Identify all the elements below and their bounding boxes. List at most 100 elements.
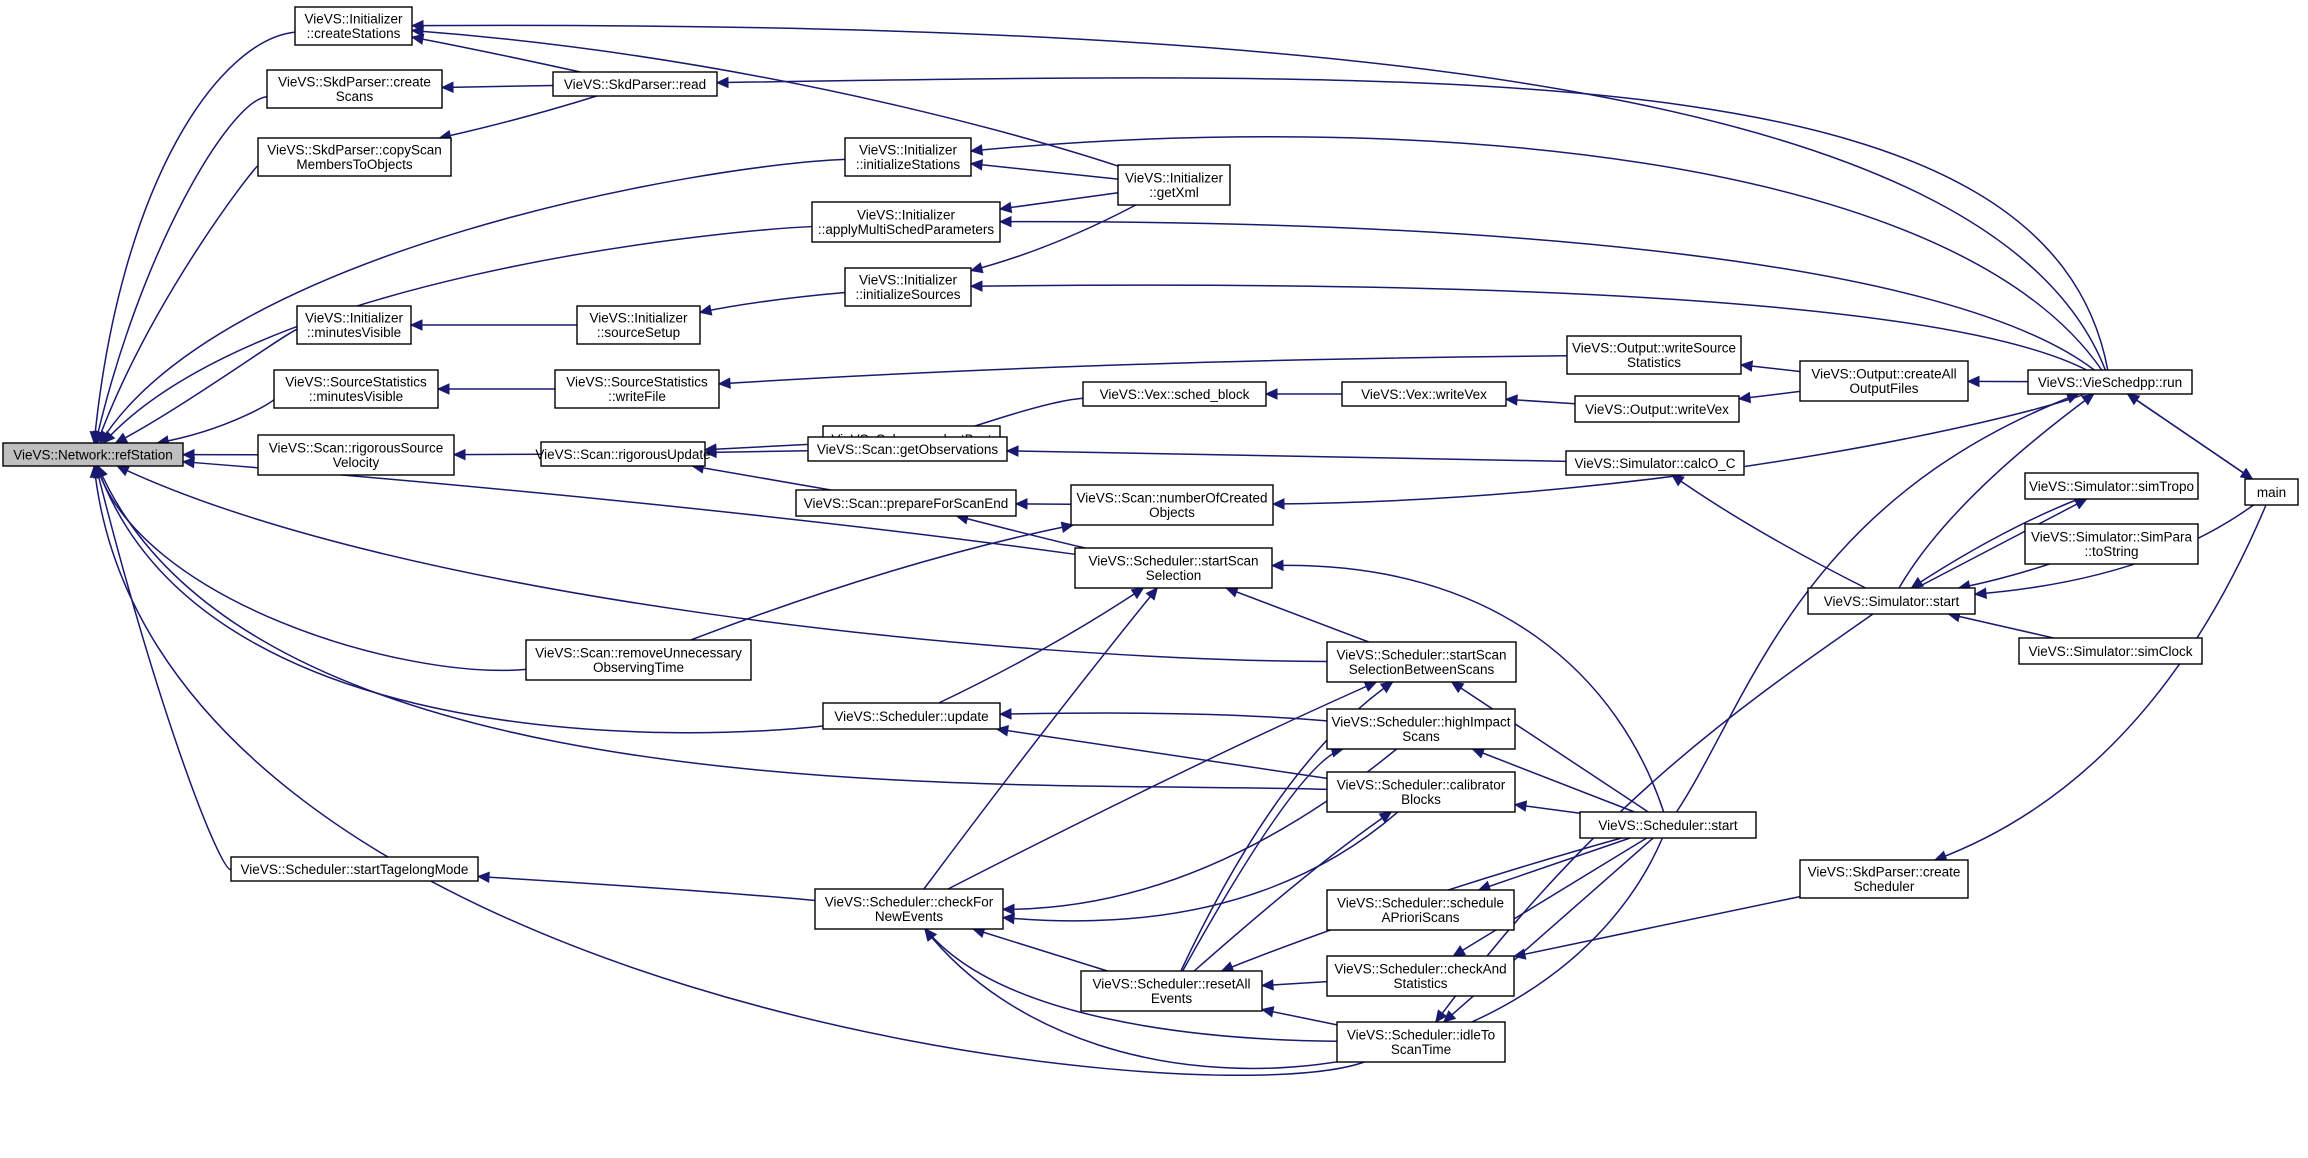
node-box	[1565, 450, 1745, 476]
node-box	[257, 434, 455, 476]
node-box	[2, 442, 184, 467]
node-box	[1326, 771, 1516, 813]
node-label: VieVS::Initializer	[859, 143, 958, 158]
node-box	[822, 702, 1001, 730]
arrowhead-icon	[452, 448, 466, 461]
node-sched-start[interactable]: VieVS::Scheduler::start	[1579, 811, 1757, 839]
edge-line	[96, 164, 259, 444]
arrowhead-icon	[703, 446, 717, 459]
edge-line	[1435, 613, 1874, 1023]
arrowhead-icon	[1504, 394, 1518, 406]
call-edge	[938, 587, 1145, 704]
node-label: VieVS::Scheduler::highImpact	[1331, 715, 1510, 730]
arrowhead-icon	[114, 432, 129, 444]
node-vex-sched-block[interactable]: VieVS::Vex::sched_block	[1082, 381, 1267, 407]
node-vie-run[interactable]: VieVS::VieSchedpp::run	[2027, 369, 2193, 395]
edge-line	[115, 328, 298, 444]
node-main[interactable]: main	[2244, 478, 2299, 506]
arrowhead-icon	[1378, 811, 1393, 824]
node-ss-minutes-visible[interactable]: VieVS::SourceStatistics::minutesVisible	[273, 369, 439, 409]
node-label: NewEvents	[875, 909, 944, 924]
node-ref-station[interactable]: VieVS::Network::refStation	[2, 442, 184, 467]
edge-line	[970, 162, 1119, 180]
node-label: VieVS::SkdParser::copyScan	[267, 143, 442, 158]
arrowhead-icon	[1001, 903, 1015, 916]
node-box	[1326, 889, 1515, 931]
node-label: Statistics	[1393, 976, 1447, 991]
node-source-setup[interactable]: VieVS::Initializer::sourceSetup	[576, 305, 701, 345]
node-minutes-visible-init[interactable]: VieVS::Initializer::minutesVisible	[296, 305, 412, 345]
node-label: VieVS::Simulator::simClock	[2028, 644, 2192, 659]
node-sched-update[interactable]: VieVS::Scheduler::update	[822, 702, 1001, 730]
edge-line	[1958, 563, 2050, 589]
node-label: VieVS::Simulator::start	[1824, 594, 1960, 609]
edge-line	[1478, 837, 1631, 891]
node-label: VieVS::Initializer	[304, 12, 403, 27]
node-label: VieVS::Simulator::simTropo	[2029, 479, 2194, 494]
arrowhead-icon	[1739, 360, 1754, 372]
node-init-sources[interactable]: VieVS::Initializer::initializeSources	[844, 267, 972, 307]
call-edge	[438, 95, 597, 142]
node-sim-clock[interactable]: VieVS::Simulator::simClock	[2018, 637, 2203, 665]
edge-line	[1934, 504, 2267, 861]
node-skd-read[interactable]: VieVS::SkdParser::read	[552, 71, 718, 97]
node-label: VieVS::Simulator::calcO_C	[1574, 456, 1735, 471]
edge-line	[999, 191, 1119, 210]
node-label: Blocks	[1401, 792, 1441, 807]
arrowhead-icon	[476, 871, 490, 883]
node-apply-multi[interactable]: VieVS::Initializer::applyMultiSchedParam…	[811, 201, 1001, 243]
node-label: VieVS::Vex::writeVex	[1361, 387, 1487, 402]
node-label: Events	[1151, 991, 1193, 1006]
node-sim-para-to-string[interactable]: VieVS::Simulator::SimPara::toString	[2024, 523, 2199, 565]
node-label: ::initializeStations	[856, 157, 961, 172]
arrowhead-icon	[436, 383, 450, 395]
node-ss-write-file[interactable]: VieVS::SourceStatistics::writeFile	[554, 369, 720, 409]
edge-line	[924, 837, 1664, 1070]
node-copy-scan[interactable]: VieVS::SkdParser::copyScanMembersToObjec…	[257, 137, 452, 177]
arrowhead-icon	[698, 304, 713, 316]
call-edge	[410, 33, 581, 73]
node-get-obs[interactable]: VieVS::Scan::getObservations	[807, 436, 1008, 462]
node-create-stations[interactable]: VieVS::Initializer::createStations	[294, 6, 413, 46]
node-sim-tropo[interactable]: VieVS::Simulator::simTropo	[2024, 472, 2199, 500]
node-prep-end[interactable]: VieVS::Scan::prepareForScanEnd	[795, 489, 1017, 517]
node-calc-o-c[interactable]: VieVS::Simulator::calcO_C	[1565, 450, 1745, 476]
call-edge	[1014, 498, 1072, 510]
node-rig-update[interactable]: VieVS::Scan::rigorousUpdate	[535, 441, 711, 467]
call-edge	[1512, 895, 1801, 960]
node-vex-write-vex[interactable]: VieVS::Vex::writeVex	[1341, 381, 1507, 407]
arrowhead-icon	[1130, 587, 1145, 600]
node-start-scan-sel-between[interactable]: VieVS::Scheduler::startScanSelectionBetw…	[1326, 641, 1517, 683]
node-init-stations[interactable]: VieVS::Initializer::initializeStations	[844, 137, 972, 177]
edge-line	[116, 465, 1328, 663]
node-box	[811, 201, 1001, 243]
arrowhead-icon	[1264, 388, 1278, 400]
node-get-xml[interactable]: VieVS::Initializer::getXml	[1117, 164, 1231, 206]
node-sim-start[interactable]: VieVS::Simulator::start	[1807, 587, 1976, 615]
node-tagalong[interactable]: VieVS::Scheduler::startTagelongMode	[230, 856, 479, 882]
call-edge	[1225, 586, 1369, 643]
node-label: VieVS::Output::writeVex	[1585, 402, 1729, 417]
node-out-write-vex[interactable]: VieVS::Output::writeVex	[1574, 395, 1740, 423]
edge-line	[924, 928, 1338, 1042]
node-remove-unnec[interactable]: VieVS::Scan::removeUnnecessaryObservingT…	[525, 639, 752, 681]
node-label: Scheduler	[1854, 879, 1915, 894]
arrowhead-icon	[89, 464, 102, 479]
call-edge	[998, 708, 1328, 722]
node-box	[1117, 164, 1231, 206]
arrowhead-icon	[1973, 587, 1987, 600]
